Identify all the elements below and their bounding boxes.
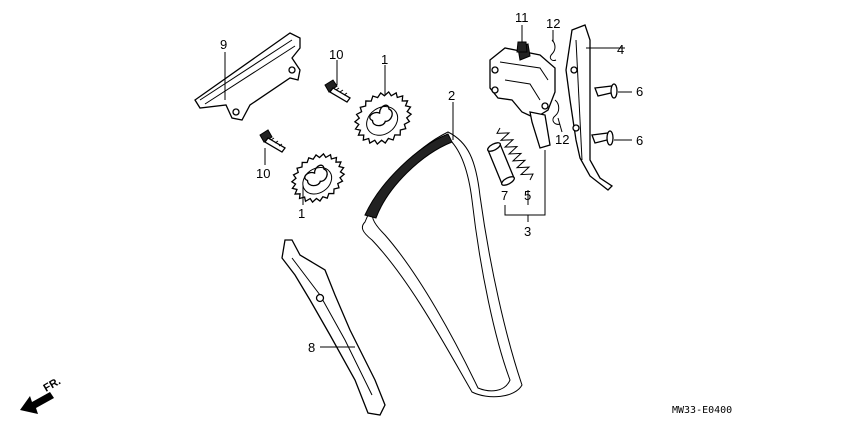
part-guide-pin-lower [591, 130, 614, 146]
part-clip-upper [549, 39, 557, 61]
callout-2: 2 [448, 88, 455, 103]
part-tensioner-assembly [489, 43, 556, 149]
part-chain-guide-lower [281, 239, 386, 416]
part-cam-sprocket-lower [290, 152, 346, 204]
callout-7: 7 [501, 188, 508, 203]
part-cam-sprocket-upper [353, 90, 413, 146]
callout-11: 11 [515, 10, 529, 25]
part-tensioner-pipe [487, 142, 515, 186]
part-clip-lower [552, 99, 561, 125]
callout-10-upper: 10 [329, 47, 343, 62]
part-chain-guide-bracket [194, 32, 301, 121]
callout-4: 4 [617, 42, 624, 57]
callout-6-upper: 6 [636, 84, 643, 99]
callout-1-upper: 1 [381, 52, 388, 67]
part-guide-pin-upper [594, 83, 618, 99]
callout-1-lower: 1 [298, 206, 305, 221]
part-bolt-upper [324, 79, 351, 103]
callout-8: 8 [308, 340, 315, 355]
callout-5: 5 [524, 188, 531, 203]
part-cam-chain [361, 131, 523, 398]
callout-6-lower: 6 [636, 133, 643, 148]
callout-9: 9 [220, 37, 227, 52]
part-bolt-lower [259, 129, 286, 153]
part-bolt-tensioner [516, 35, 528, 53]
callout-10-lower: 10 [256, 166, 270, 181]
part-tensioner-spring [496, 127, 534, 181]
callout-12-lower: 12 [555, 132, 569, 147]
direction-label: FR. [42, 375, 63, 394]
callout-3: 3 [524, 224, 531, 239]
leader-lines [224, 25, 632, 348]
callout-12-upper: 12 [546, 16, 560, 31]
front-direction-arrow-icon [20, 392, 54, 414]
diagram-code: MW33-E0400 [672, 405, 732, 416]
part-chain-tensioner-blade [565, 24, 614, 191]
